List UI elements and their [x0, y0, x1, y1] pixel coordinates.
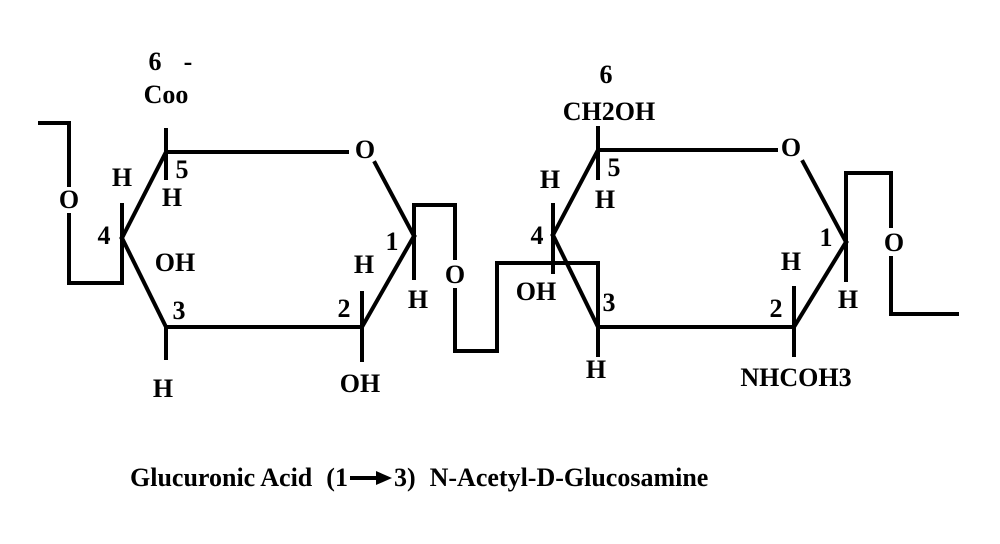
right-ring-oxygen: O	[780, 133, 802, 162]
left-ring-bond-c1-c2	[359, 233, 417, 330]
glycosidic-bond-lower	[453, 261, 600, 353]
right-ring-bond-c3-c4	[550, 232, 601, 330]
left-c1-number: 1	[385, 227, 399, 256]
arrow-right-icon	[349, 471, 392, 485]
left-c1-h: H	[407, 285, 429, 314]
left-chain-oxygen: O	[58, 185, 80, 214]
right-chain-oxygen: O	[883, 228, 905, 257]
left-ring-oxygen: O	[354, 135, 376, 164]
right-c3-number: 3	[602, 288, 616, 317]
right-c5-h: H	[594, 185, 616, 214]
left-c5-h: H	[161, 183, 183, 212]
right-c2-group: NHCOH3	[740, 363, 852, 392]
left-ring-bond-c4-c5	[119, 149, 169, 241]
glycosidic-bond-upper	[412, 203, 457, 260]
left-c4-h: H	[111, 163, 133, 192]
left-c4-number: 4	[97, 221, 111, 250]
right-c3-h: H	[585, 355, 607, 384]
caption-linkage-open: (1	[326, 463, 348, 492]
right-c5-number: 5	[607, 153, 621, 182]
left-ring-bond-o-c1	[372, 160, 417, 239]
diagram-caption: Glucuronic Acid (1 3) N-Acetyl-D-Glucosa…	[130, 463, 708, 493]
left-c3-oh: OH	[154, 248, 196, 277]
left-chain-bond-lower	[67, 213, 124, 285]
left-chain-bond	[38, 121, 71, 187]
left-c6-group: Coo	[143, 80, 189, 109]
left-c5-number: 5	[175, 155, 189, 184]
right-c1-number: 1	[819, 223, 833, 252]
left-c6-charge: -	[183, 47, 193, 76]
right-ring-bond-c4-c5	[550, 147, 601, 238]
right-c2-h: H	[780, 247, 802, 276]
right-c4-number: 4	[530, 221, 544, 250]
caption-right-name: N-Acetyl-D-Glucosamine	[429, 463, 709, 492]
left-c2-oh: OH	[339, 369, 381, 398]
right-c4-oh: OH	[515, 277, 557, 306]
left-ring-bond-c3-c4	[119, 235, 169, 330]
right-c4-h: H	[539, 165, 561, 194]
right-c2-number: 2	[769, 294, 783, 323]
right-c6-group: CH2OH	[562, 97, 656, 126]
left-c2-h: H	[353, 250, 375, 279]
right-c1-h: H	[837, 285, 859, 314]
left-c3-number: 3	[172, 296, 186, 325]
right-chain-bond-lower	[889, 256, 959, 316]
right-ring-bond-c1-c2	[791, 239, 849, 330]
left-c2-number: 2	[337, 294, 351, 323]
right-c6-number: 6	[599, 60, 613, 89]
right-chain-bond	[844, 171, 893, 244]
left-c6-number: 6	[148, 47, 162, 76]
left-c3-h: H	[152, 374, 174, 403]
caption-left-name: Glucuronic Acid	[130, 463, 313, 492]
glycosidic-oxygen: O	[444, 260, 466, 289]
caption-linkage-close: 3)	[393, 463, 416, 492]
right-ring-bond-o-c1	[800, 159, 849, 245]
